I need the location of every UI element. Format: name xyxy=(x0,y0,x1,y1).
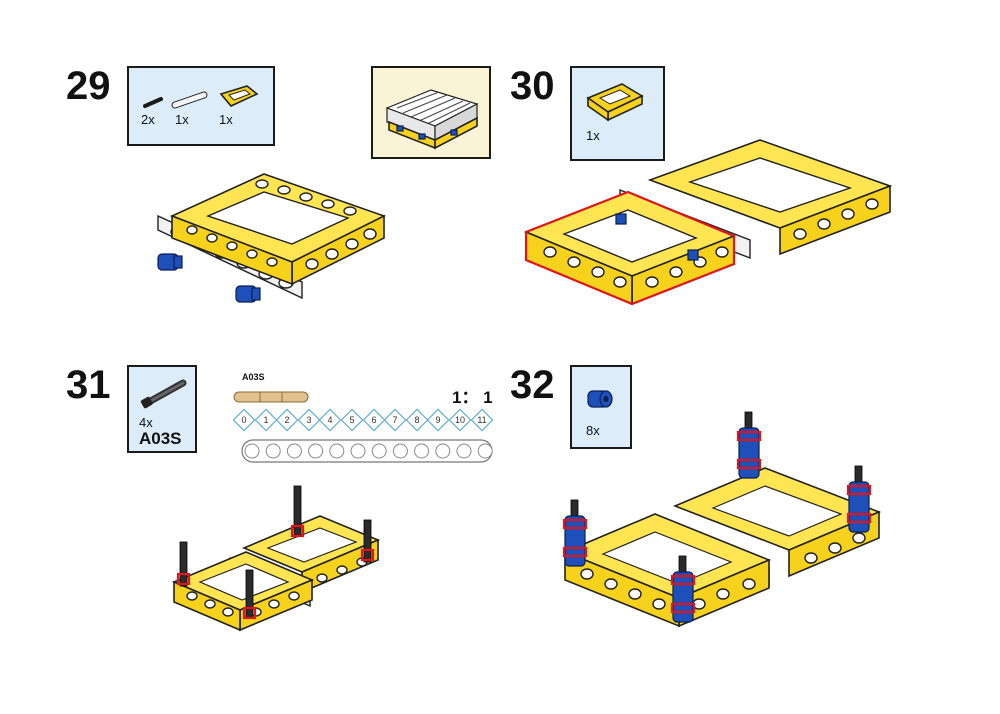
scale-beam-hole xyxy=(371,443,387,459)
step-number-29: 29 xyxy=(66,64,111,108)
scale-beam-hole xyxy=(392,443,408,459)
scale-axle-illustration xyxy=(233,391,309,403)
step-29-model-illustration xyxy=(157,173,387,303)
step-number-30: 30 xyxy=(510,64,555,108)
step-32-model-illustration xyxy=(562,411,882,628)
scale-tick-text: 6 xyxy=(371,415,377,425)
scale-tick-text: 7 xyxy=(392,415,398,425)
scale-beam-hole xyxy=(435,443,451,459)
scale-tick-label: 5 xyxy=(340,408,364,432)
scale-tick-text: 10 xyxy=(454,415,465,425)
scale-tick-text: 9 xyxy=(435,415,441,425)
scale-tick-text: 1 xyxy=(263,415,269,425)
scale-tick-label: 0 xyxy=(232,408,256,432)
scale-tick-label: 9 xyxy=(427,408,450,432)
scale-beam-hole xyxy=(244,443,260,459)
scale-tick-text: 2 xyxy=(284,415,290,425)
blue-connector-icon xyxy=(615,213,699,261)
step-31-model-illustration xyxy=(171,485,381,632)
scale-tick-text: 8 xyxy=(414,415,420,425)
parts-callout-31: 4x A03S xyxy=(127,365,197,453)
scale-beam-hole xyxy=(329,443,345,459)
black-pin-icon xyxy=(140,379,187,409)
parts-callout-30: 1x xyxy=(570,66,665,161)
black-pin-icon xyxy=(176,485,375,620)
scale-tick-label: 1 xyxy=(254,408,277,432)
scale-tick-label: 4 xyxy=(319,408,342,432)
part-qty: 1x xyxy=(219,112,233,127)
scale-tick-label: 2 xyxy=(275,408,299,432)
subassembly-model-illustration xyxy=(385,89,479,150)
blue-connector-icon xyxy=(157,253,261,303)
scale-beam-hole xyxy=(265,443,281,459)
scale-ratio: 1： 1 xyxy=(452,388,493,407)
part-qty: 2x xyxy=(141,112,155,127)
blue-bushing-icon xyxy=(587,390,613,408)
scale-tick-text: 4 xyxy=(327,415,333,425)
scale-tick-label: 7 xyxy=(383,408,407,432)
scale-beam-hole xyxy=(456,443,472,459)
subassembly-callout xyxy=(371,66,491,159)
scale-beam-hole xyxy=(350,443,366,459)
scale-tick-label: 10 xyxy=(448,408,472,432)
scale-tick-text: 11 xyxy=(476,415,487,425)
scale-tick-label: 11 xyxy=(470,408,493,432)
white-beam-icon xyxy=(171,91,208,109)
scale-tick-text: 3 xyxy=(306,415,312,425)
step-30-model-illustration xyxy=(523,139,893,306)
parts-callout-29: 2x 1x 1x xyxy=(127,66,275,146)
step-number-32: 32 xyxy=(510,363,555,407)
parts-callout-32: 8x xyxy=(570,365,632,449)
part-qty: 8x xyxy=(586,423,600,438)
part-qty: 1x xyxy=(586,128,600,143)
scale-part-label: A03S xyxy=(242,372,265,382)
scale-tick-label: 8 xyxy=(405,408,429,432)
part-name: A03S xyxy=(139,429,182,448)
short-axle-icon xyxy=(143,97,163,108)
part-qty: 4x xyxy=(139,415,153,430)
scale-beam-hole xyxy=(286,443,302,459)
part-qty: 1x xyxy=(175,112,189,127)
yellow-frame-icon xyxy=(586,83,644,122)
scale-tick-label: 6 xyxy=(362,408,385,432)
scale-beam-hole xyxy=(477,443,493,459)
blue-bushing-icon xyxy=(562,411,872,623)
step-number-31: 31 xyxy=(66,363,111,407)
scale-ruler: 0 1 2 3 4 5 6 7 8 9 10 11 xyxy=(232,408,496,432)
scale-beam-hole xyxy=(308,443,324,459)
scale-beam-illustration xyxy=(241,439,493,463)
scale-tick-text: 0 xyxy=(241,415,247,425)
yellow-frame-icon xyxy=(219,85,259,107)
scale-tick-text: 5 xyxy=(349,415,355,425)
scale-tick-label: 3 xyxy=(297,408,321,432)
scale-beam-hole xyxy=(414,443,430,459)
